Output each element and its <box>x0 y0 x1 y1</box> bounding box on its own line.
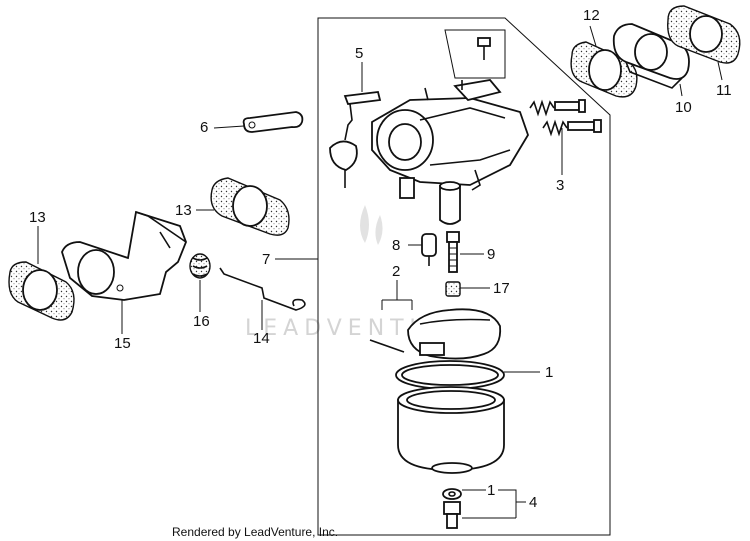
callout-12: 12 <box>583 7 600 24</box>
main-jet <box>446 231 460 273</box>
callout-16: 16 <box>193 313 210 330</box>
rendered-by-footer: Rendered by LeadVenture, Inc. <box>172 525 339 539</box>
spring-16 <box>189 253 211 279</box>
choke-lever <box>242 111 304 133</box>
callout-15: 15 <box>114 335 131 352</box>
insulator-15 <box>61 210 187 301</box>
callout-1-washer: 1 <box>487 482 495 499</box>
gasket-11 <box>667 5 741 64</box>
callout-13-lower: 13 <box>29 209 46 226</box>
callout-3: 3 <box>556 177 564 194</box>
gasket-13-upper <box>210 177 290 236</box>
float-bowl <box>397 386 505 474</box>
screw-detail-box <box>444 29 506 79</box>
link-rod-14 <box>219 267 306 311</box>
callout-4: 4 <box>529 494 537 511</box>
callout-14: 14 <box>253 330 270 347</box>
callout-8: 8 <box>392 237 400 254</box>
leader-lines <box>37 25 723 519</box>
callout-11: 11 <box>716 82 732 99</box>
jet-nozzle <box>445 281 461 297</box>
callout-10: 10 <box>675 99 692 116</box>
float-valve <box>421 233 437 266</box>
gasket-12 <box>570 41 638 98</box>
gasket-13-lower <box>8 261 75 321</box>
callout-17: 17 <box>493 280 510 297</box>
top-screw <box>477 37 491 60</box>
float-bowl-gasket <box>395 360 505 390</box>
callout-9: 9 <box>487 246 495 263</box>
assembly-frame <box>317 17 611 536</box>
drain-washer <box>442 488 462 500</box>
carburetor-body <box>371 79 529 225</box>
drain-bolt <box>443 501 461 529</box>
idle-screw-spring-set <box>529 99 602 137</box>
callout-13-upper: 13 <box>175 202 192 219</box>
callout-6: 6 <box>200 119 208 136</box>
insulator-10 <box>612 23 690 89</box>
callout-5: 5 <box>355 45 363 62</box>
callout-1-gasket: 1 <box>545 364 553 381</box>
callout-7: 7 <box>262 251 270 268</box>
callout-labels: 5 6 13 13 15 16 14 7 8 9 17 2 1 3 12 10 … <box>29 7 732 511</box>
throttle-shaft <box>329 91 382 188</box>
callout-2: 2 <box>392 263 400 280</box>
float-and-pin <box>369 308 502 360</box>
